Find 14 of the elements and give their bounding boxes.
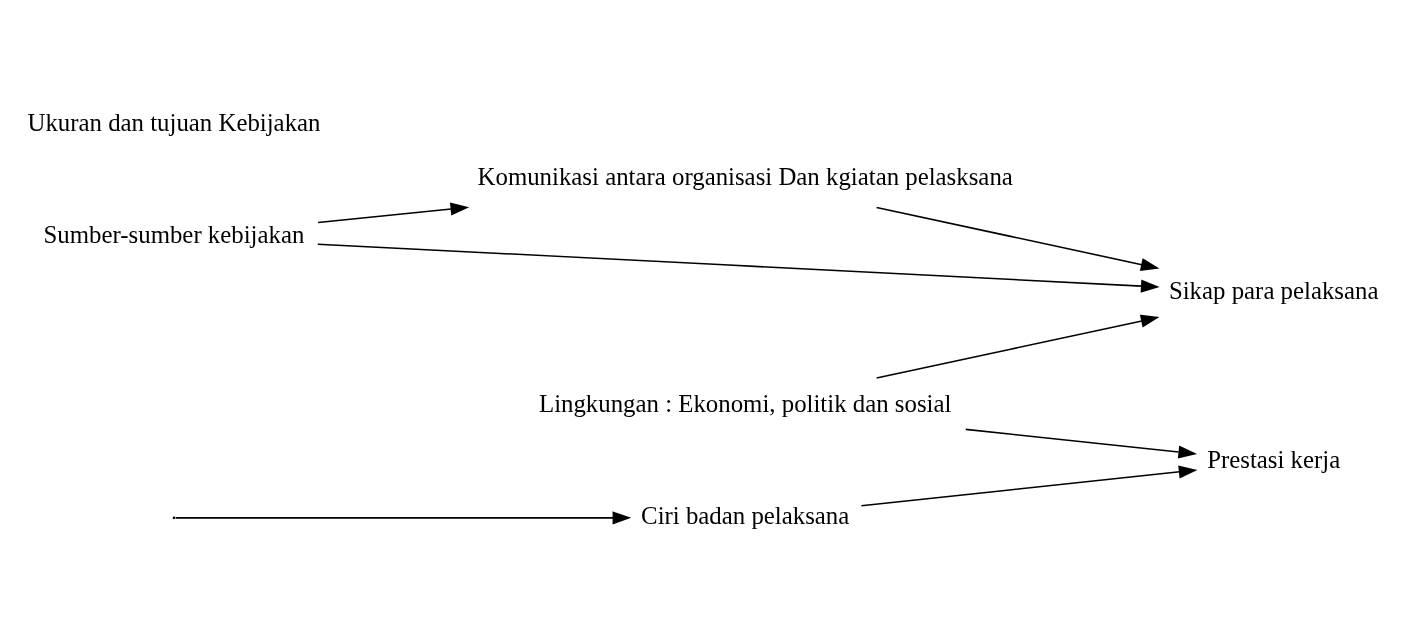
arrow [875, 314, 1160, 379]
arrow [875, 206, 1160, 271]
node-text: Sikap para pelaksana [1168, 276, 1379, 304]
arrow [317, 202, 470, 224]
node-text: Ukuran dan tujuan Kebijakan [27, 109, 321, 137]
arrow [317, 243, 1160, 293]
arrow [174, 511, 632, 525]
node-text: Prestasi kerja [1207, 445, 1341, 473]
node-text: Komunikasi antara organisasi Dan kgiatan pelasksana [477, 163, 1013, 191]
node-text: Sumber-sumber kebijakan [43, 220, 305, 248]
arrow [964, 428, 1198, 459]
arrow [860, 465, 1198, 507]
node-text: Ciri badan pelaksana [641, 501, 850, 529]
node-text: Lingkungan : Ekonomi, politik dan sosial [538, 389, 952, 417]
